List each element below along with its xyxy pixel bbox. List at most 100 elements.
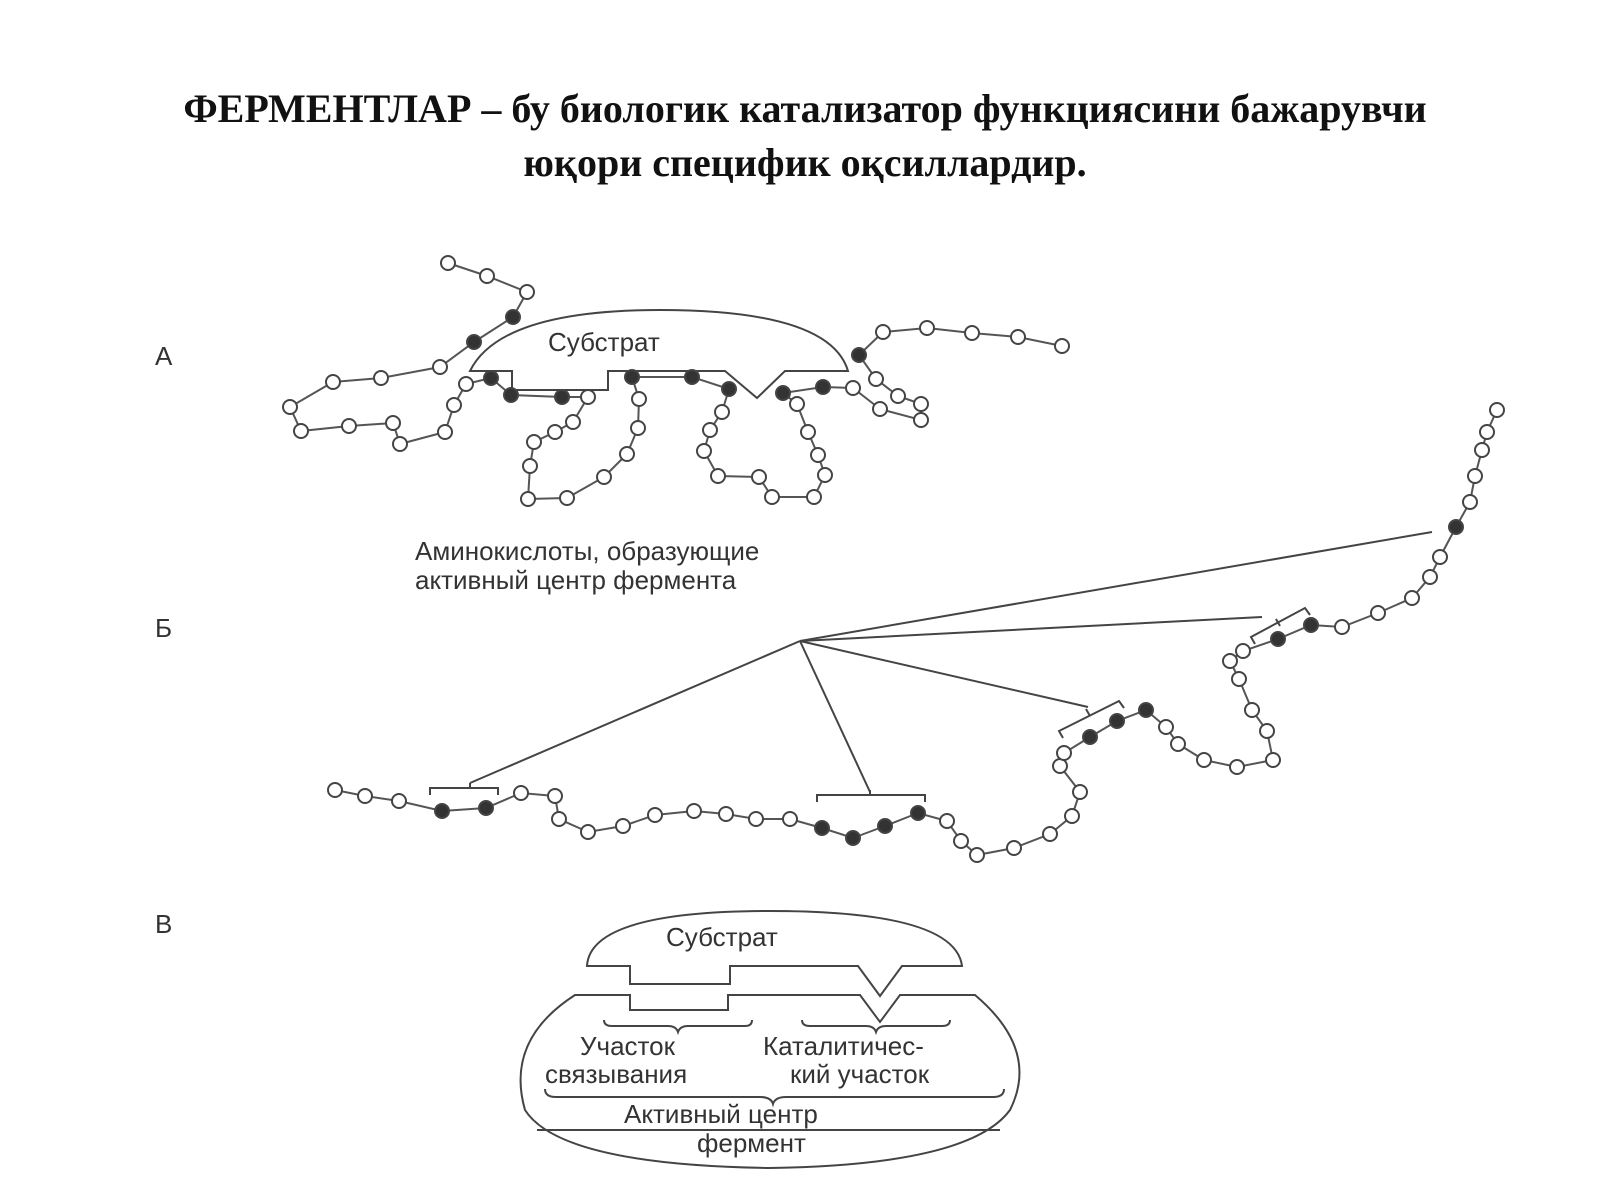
- active-center-label-line-1: Активный центр: [624, 1099, 818, 1129]
- active-residue-bead: [503, 387, 519, 403]
- residue-bead: [580, 824, 596, 840]
- active-residue-bead: [877, 818, 893, 834]
- residue-bead: [1196, 752, 1212, 768]
- residue-bead: [1064, 808, 1080, 824]
- substrate-shape-a: [468, 308, 850, 400]
- residue-bead: [559, 490, 575, 506]
- active-center-brace: [544, 1088, 1005, 1108]
- residue-bead: [1462, 494, 1478, 510]
- residue-bead: [686, 803, 702, 819]
- residue-bead: [596, 469, 612, 485]
- active-residue-bead: [505, 309, 521, 325]
- enzyme-body-outline: [519, 994, 1021, 1170]
- residue-bead: [357, 788, 373, 804]
- residue-bead: [522, 458, 538, 474]
- residue-bead: [513, 785, 529, 801]
- residue-bead: [1244, 702, 1260, 718]
- residue-bead: [458, 376, 474, 392]
- catalytic-site-label-line-1: Каталитичес-: [763, 1031, 924, 1061]
- residue-bead: [619, 446, 635, 462]
- residue-bead: [565, 414, 581, 430]
- protein-chain-a: [282, 255, 1070, 507]
- residue-bead: [1229, 759, 1245, 775]
- residue-bead: [1474, 442, 1490, 458]
- residue-bead: [817, 467, 833, 483]
- residue-bead: [764, 489, 780, 505]
- residue-bead: [282, 399, 298, 415]
- active-residue-bead: [483, 370, 499, 386]
- residue-bead: [1222, 653, 1238, 669]
- slide-title: ФЕРМЕНТЛАР – бу биологик катализатор фун…: [60, 82, 1550, 190]
- catalytic-site-brace: [801, 1019, 951, 1036]
- panel-label-b: Б: [155, 613, 172, 643]
- residue-bead: [1259, 723, 1275, 739]
- residue-bead: [437, 424, 453, 440]
- residue-bead: [806, 489, 822, 505]
- segment-brackets: [429, 606, 1311, 802]
- residue-bead: [327, 782, 343, 798]
- residue-bead: [1479, 424, 1495, 440]
- residue-bead: [890, 388, 906, 404]
- residue-bead: [702, 422, 718, 438]
- active-residue-bead: [851, 347, 867, 363]
- residue-bead: [630, 420, 646, 436]
- residue-bead: [293, 423, 309, 439]
- residue-bead: [1010, 329, 1026, 345]
- active-residue-bead: [684, 369, 700, 385]
- protein-chain-b: [327, 402, 1505, 863]
- active-residue-bead: [466, 334, 482, 350]
- residue-bead: [341, 418, 357, 434]
- residue-bead: [1054, 338, 1070, 354]
- panel-label-c: В: [155, 909, 172, 939]
- residue-bead: [710, 468, 726, 484]
- binding-site-label-line-2: связывания: [545, 1059, 687, 1089]
- residue-bead: [547, 424, 563, 440]
- residue-bead: [1056, 745, 1072, 761]
- residue-bead: [1006, 840, 1022, 856]
- residue-bead: [800, 424, 816, 440]
- residue-bead: [519, 284, 535, 300]
- binding-site-label-line-1: Участок: [580, 1031, 676, 1061]
- active-residue-bead: [1448, 519, 1464, 535]
- residue-bead: [1432, 549, 1448, 565]
- residue-bead: [696, 443, 712, 459]
- active-residue-bead: [624, 369, 640, 385]
- active-residue-bead: [721, 381, 737, 397]
- residue-bead: [1489, 402, 1505, 418]
- residue-bead: [782, 811, 798, 827]
- residue-bead: [392, 436, 408, 452]
- active-residue-bead: [478, 800, 494, 816]
- residue-bead: [440, 255, 456, 271]
- residue-bead: [520, 491, 536, 507]
- title-line-2: юқори специфик оқсиллардир.: [523, 140, 1087, 185]
- pointer-lines: [469, 531, 1433, 793]
- substrate-label-a: Субстрат: [548, 327, 660, 357]
- substrate-label-c: Субстрат: [666, 922, 778, 952]
- substrate-shape-c: [585, 909, 964, 998]
- residue-bead: [1370, 605, 1386, 621]
- residue-bead: [789, 396, 805, 412]
- residue-bead: [479, 268, 495, 284]
- residue-bead: [919, 320, 935, 336]
- active-center-label-line-2: фермент: [697, 1128, 806, 1158]
- residue-bead: [373, 370, 389, 386]
- residue-bead: [615, 818, 631, 834]
- active-residue-bead: [910, 805, 926, 821]
- residue-bead: [1231, 671, 1247, 687]
- active-residue-bead: [434, 803, 450, 819]
- residue-bead: [1072, 784, 1088, 800]
- residue-bead: [845, 380, 861, 396]
- residue-bead: [810, 447, 826, 463]
- residue-bead: [1235, 643, 1251, 659]
- residue-bead: [1052, 758, 1068, 774]
- residue-bead: [1265, 752, 1281, 768]
- residue-bead: [868, 371, 884, 387]
- active-residue-bead: [845, 830, 861, 846]
- residue-bead: [969, 847, 985, 863]
- active-residue-bead: [775, 385, 791, 401]
- active-residue-bead: [815, 379, 831, 395]
- residue-bead: [718, 806, 734, 822]
- residue-bead: [875, 324, 891, 340]
- active-residue-bead: [814, 820, 830, 836]
